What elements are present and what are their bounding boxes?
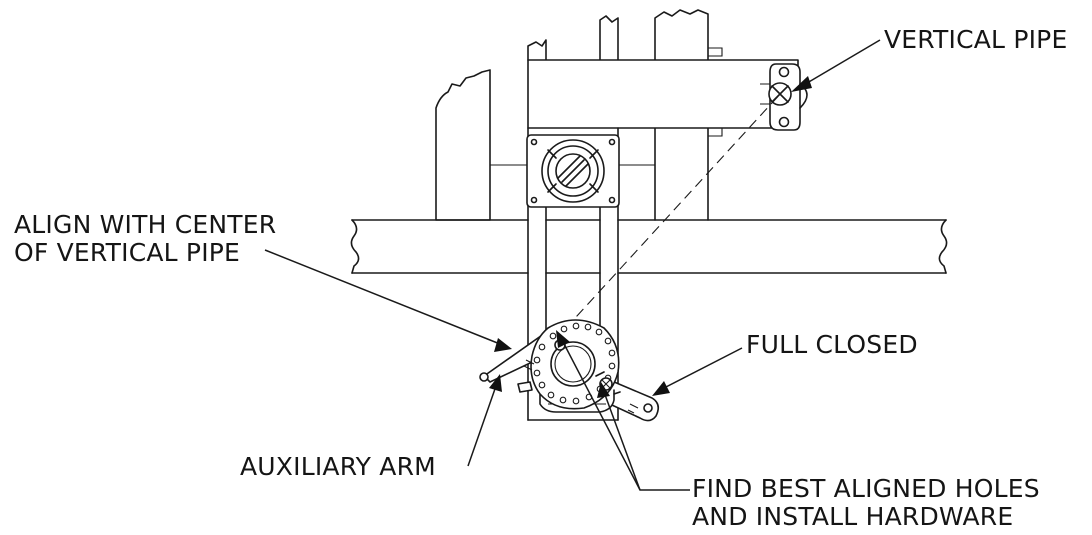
label-vertical-pipe: VERTICAL PIPE (884, 25, 1068, 54)
leader-vertical-pipe (791, 39, 881, 92)
label-full-closed: FULL CLOSED (746, 330, 918, 359)
leader-find-holes (556, 330, 690, 491)
leader-full-closed (652, 347, 743, 396)
square-flange (526, 134, 620, 208)
valve-assembly (479, 319, 660, 422)
label-align-line2: OF VERTICAL PIPE (14, 238, 241, 267)
inner-posts (527, 9, 723, 221)
label-align-line1: ALIGN WITH CENTER (14, 210, 277, 239)
alignment-centerline (554, 91, 783, 341)
left-post (435, 69, 528, 221)
label-find-line1: FIND BEST ALIGNED HOLES (692, 474, 1040, 503)
lower-beam (350, 219, 948, 274)
label-find-line2: AND INSTALL HARDWARE (692, 502, 1014, 531)
label-auxiliary-arm: AUXILIARY ARM (240, 452, 436, 481)
leader-align-center (264, 249, 512, 352)
leader-auxiliary-arm (467, 374, 502, 467)
upper-beam (527, 59, 799, 129)
